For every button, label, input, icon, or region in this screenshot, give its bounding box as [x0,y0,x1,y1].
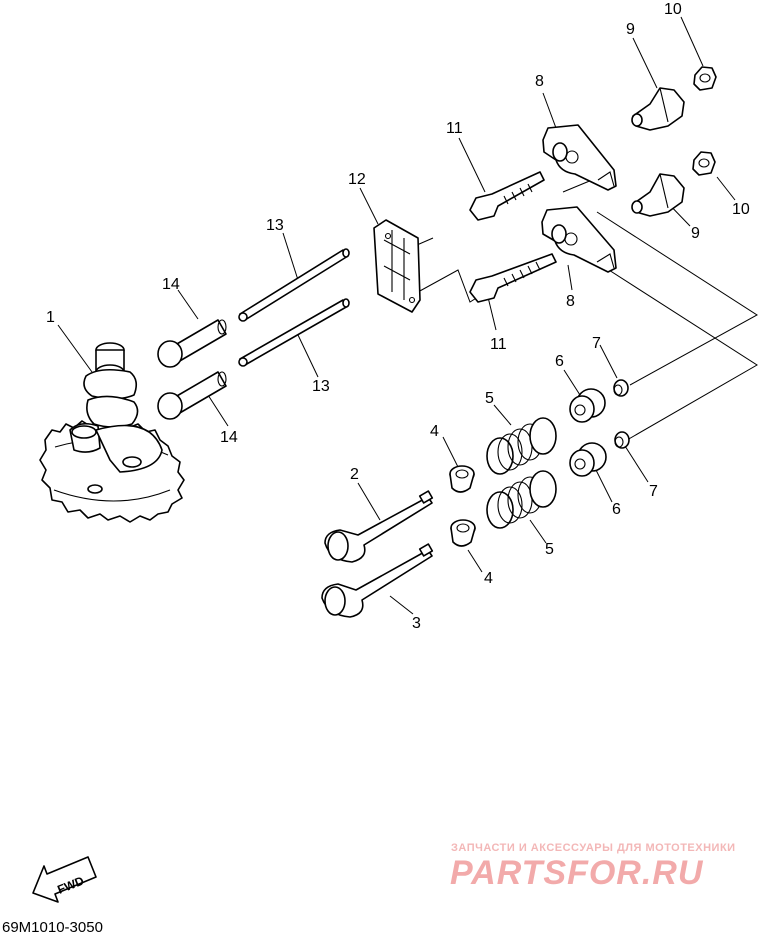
watermark-tagline: ЗАПЧАСТИ И АКСЕССУАРЫ ДЛЯ МОТОТЕХНИКИ [451,842,736,854]
callout-labels: 1 2 3 4 4 5 5 6 6 7 7 8 8 9 9 10 10 11 1… [46,1,750,632]
callout-8-lower: 8 [566,293,575,310]
callout-2: 2 [350,466,359,483]
spring-retainer-lower [569,442,607,477]
spring-retainer-upper [569,388,606,423]
callout-10-upper: 10 [664,1,682,18]
callout-7-upper: 7 [592,335,601,352]
callout-9-lower: 9 [691,225,700,242]
pushrod-guide-plate [373,219,421,313]
callout-4-upper: 4 [430,423,439,440]
watermark-brand: PARTSFOR.RU [450,854,704,892]
forward-direction-arrow: FWD [32,856,97,903]
valve-seal-lower [450,519,476,547]
watermark: ЗАПЧАСТИ И АКСЕССУАРЫ ДЛЯ МОТОТЕХНИКИ PA… [450,842,736,892]
callout-13-lower: 13 [312,378,330,395]
locknut-upper [693,66,717,91]
valve-collet-lower [614,431,630,449]
callout-10-lower: 10 [732,201,750,218]
callout-8-upper: 8 [535,73,544,90]
callout-14-lower: 14 [220,429,238,446]
rocker-pivot-upper [631,87,685,131]
callout-4-lower: 4 [484,570,493,587]
callout-14-upper: 14 [162,276,180,293]
callout-11-upper: 11 [446,120,463,137]
callout-5-lower: 5 [545,541,554,558]
rocker-stud-upper [469,171,545,221]
callout-12: 12 [348,171,366,188]
locknut-lower [692,151,716,176]
valve-lifter-lower [157,371,227,420]
callout-9-upper: 9 [626,21,635,38]
valve-lifter-upper [157,319,227,368]
drawing-code: 69M1010-3050 [2,919,103,933]
callout-1: 1 [46,309,55,326]
push-rod-upper [238,248,350,322]
callout-13-upper: 13 [266,217,284,234]
camshaft [69,342,163,473]
callout-3: 3 [412,615,421,632]
rocker-stud-lower [469,253,557,303]
valve-3 [321,543,434,618]
callout-7-lower: 7 [649,483,658,500]
callout-5-upper: 5 [485,390,494,407]
rocker-arm-upper [542,124,617,191]
rocker-pivot-lower [631,173,685,217]
callout-11-lower: 11 [490,336,507,353]
valve-spring-lower [486,470,557,529]
valve-seal-upper [449,465,475,493]
push-rod-lower [238,298,350,367]
valve-collet-upper [613,379,629,397]
callout-6-upper: 6 [555,353,564,370]
callout-6-lower: 6 [612,501,621,518]
valve-spring-upper [486,417,557,475]
valve-2 [324,490,434,563]
rocker-arm-lower [541,206,617,273]
